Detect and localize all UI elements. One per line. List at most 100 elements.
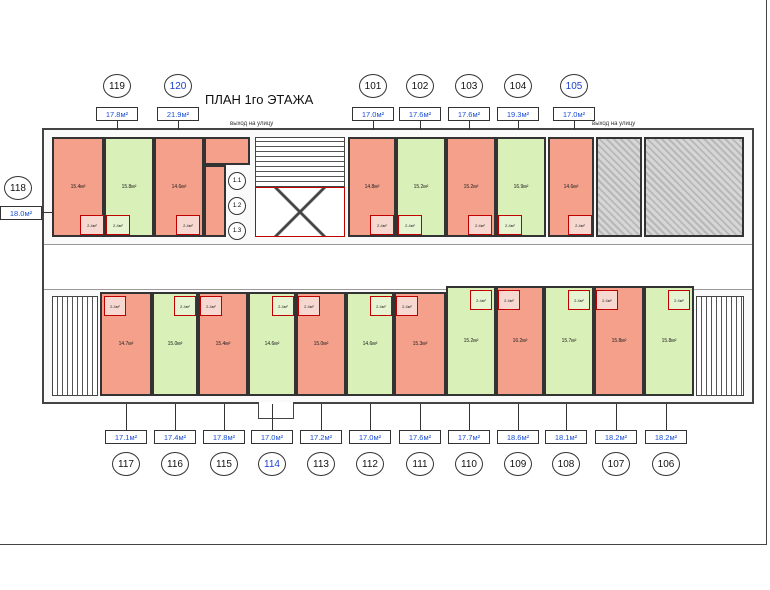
central-corridor xyxy=(44,244,752,290)
bath-119: 2.4м² xyxy=(80,215,104,235)
bath-112: 2.4м² xyxy=(370,296,392,316)
bath-111: 2.4м² xyxy=(396,296,418,316)
unit-leader-line-107 xyxy=(616,404,617,430)
room-111-area-label: 15.3м² xyxy=(412,341,428,347)
unit-leader-line-113 xyxy=(321,404,322,430)
unit-number-badge-106: 106 xyxy=(652,452,680,476)
unit-number-badge-102: 102 xyxy=(406,74,434,98)
exit-label-right: выход на улицу xyxy=(592,121,636,127)
unit-number-badge-105: 105 xyxy=(560,74,588,98)
unit-number-badge-115: 115 xyxy=(210,452,238,476)
unit-area-117: 17.1м² xyxy=(105,430,147,444)
room-120-storage xyxy=(204,165,226,237)
room-101-area-label: 14.8м² xyxy=(364,184,380,190)
bath-101: 2.4м² xyxy=(370,215,394,235)
unit-number-badge-103: 103 xyxy=(455,74,483,98)
room-103-area-label: 15.2м² xyxy=(463,184,479,190)
unit-area-101: 17.0м² xyxy=(352,107,394,121)
room-119-main: 15.4м² xyxy=(52,137,104,237)
unit-number-badge-113: 113 xyxy=(307,452,335,476)
bath-108: 2.4м² xyxy=(568,290,590,310)
room-107-area-label: 15.8м² xyxy=(611,338,627,344)
bath-103: 2.4м² xyxy=(468,215,492,235)
unit-leader-line-104 xyxy=(518,120,519,130)
unit-area-119: 17.8м² xyxy=(96,107,138,121)
unit-leader-line-112 xyxy=(370,404,371,430)
room-108-area-label: 15.7м² xyxy=(561,338,577,344)
bath-119b: 2.4м² xyxy=(106,215,130,235)
room-117-main: 14.7м² xyxy=(100,292,152,396)
room-119-area-label: 15.4м² xyxy=(70,184,86,190)
unit-leader-line-119 xyxy=(117,120,118,130)
room-116-area-label: 15.0м² xyxy=(167,341,183,347)
unit-leader-line-114 xyxy=(272,404,273,430)
bath-102: 2.4м² xyxy=(398,215,422,235)
unit-number-badge-120: 120 xyxy=(164,74,192,98)
room-106-area-label: 15.8м² xyxy=(661,338,677,344)
room-113-area-label: 15.0м² xyxy=(313,341,329,347)
room-117-area-label: 14.7м² xyxy=(118,341,134,347)
bath-107: 2.4м² xyxy=(596,290,618,310)
plan-title: ПЛАН 1го ЭТАЖА xyxy=(205,92,314,107)
unit-number-badge-104: 104 xyxy=(504,74,532,98)
unit-leader-line-102 xyxy=(420,120,421,130)
bath-106: 2.4м² xyxy=(668,290,690,310)
unit-number-badge-112: 112 xyxy=(356,452,384,476)
room-109-area-label: 16.2м² xyxy=(512,338,528,344)
exit-label-left: выход на улицу xyxy=(230,121,274,127)
unit-leader-line-109 xyxy=(518,404,519,430)
bath-110: 2.4м² xyxy=(470,290,492,310)
hatched-area-2 xyxy=(644,137,744,237)
room-105-area-label: 14.6м² xyxy=(563,184,579,190)
service-room-1-1: 1.1 xyxy=(228,172,246,190)
unit-number-badge-117: 117 xyxy=(112,452,140,476)
unit-leader-line-116 xyxy=(175,404,176,430)
unit-area-104: 19.3м² xyxy=(497,107,539,121)
unit-area-116: 17.4м² xyxy=(154,430,196,444)
unit-leader-line-118 xyxy=(42,212,52,213)
bath-116: 2.4м² xyxy=(174,296,196,316)
unit-area-102: 17.6м² xyxy=(399,107,441,121)
room-120-annex xyxy=(204,137,250,165)
unit-area-118: 18.0м² xyxy=(0,206,42,220)
unit-leader-line-117 xyxy=(126,404,127,430)
service-room-1-3: 1.3 xyxy=(228,222,246,240)
unit-area-120: 21.9м² xyxy=(157,107,199,121)
unit-leader-line-115 xyxy=(224,404,225,430)
unit-area-105: 17.0м² xyxy=(553,107,595,121)
stairwell-top xyxy=(255,137,345,187)
elevator-shaft xyxy=(255,187,345,237)
unit-number-badge-116: 116 xyxy=(161,452,189,476)
unit-leader-line-101 xyxy=(373,120,374,130)
bath-115: 2.4м² xyxy=(200,296,222,316)
unit-number-badge-101: 101 xyxy=(359,74,387,98)
unit-number-badge-118: 118 xyxy=(4,176,32,200)
unit-leader-line-110 xyxy=(469,404,470,430)
bath-113: 2.4м² xyxy=(298,296,320,316)
unit-area-103: 17.6м² xyxy=(448,107,490,121)
unit-leader-line-106 xyxy=(666,404,667,430)
room-104-area-label: 16.9м² xyxy=(513,184,529,190)
hatched-area-1 xyxy=(596,137,642,237)
service-room-1-2: 1.2 xyxy=(228,197,246,215)
unit-area-111: 17.6м² xyxy=(399,430,441,444)
unit-leader-line-103 xyxy=(469,120,470,130)
bath-117: 2.4м² xyxy=(104,296,126,316)
unit-number-badge-107: 107 xyxy=(602,452,630,476)
unit-area-112: 17.0м² xyxy=(349,430,391,444)
unit-number-badge-111: 111 xyxy=(406,452,434,476)
room-119b-area-label: 15.8м² xyxy=(121,184,137,190)
bath-114: 2.4м² xyxy=(272,296,294,316)
stairwell-bottom-right xyxy=(696,296,744,396)
unit-leader-line-120 xyxy=(178,120,179,130)
room-115-area-label: 15.4м² xyxy=(215,341,231,347)
unit-number-badge-119: 119 xyxy=(103,74,131,98)
room-102-area-label: 15.2м² xyxy=(413,184,429,190)
unit-area-113: 17.2м² xyxy=(300,430,342,444)
room-112-area-label: 14.6м² xyxy=(362,341,378,347)
unit-area-114: 17.0м² xyxy=(251,430,293,444)
room-110-area-label: 15.2м² xyxy=(463,338,479,344)
frame-right-line xyxy=(766,0,767,545)
unit-area-107: 18.2м² xyxy=(595,430,637,444)
